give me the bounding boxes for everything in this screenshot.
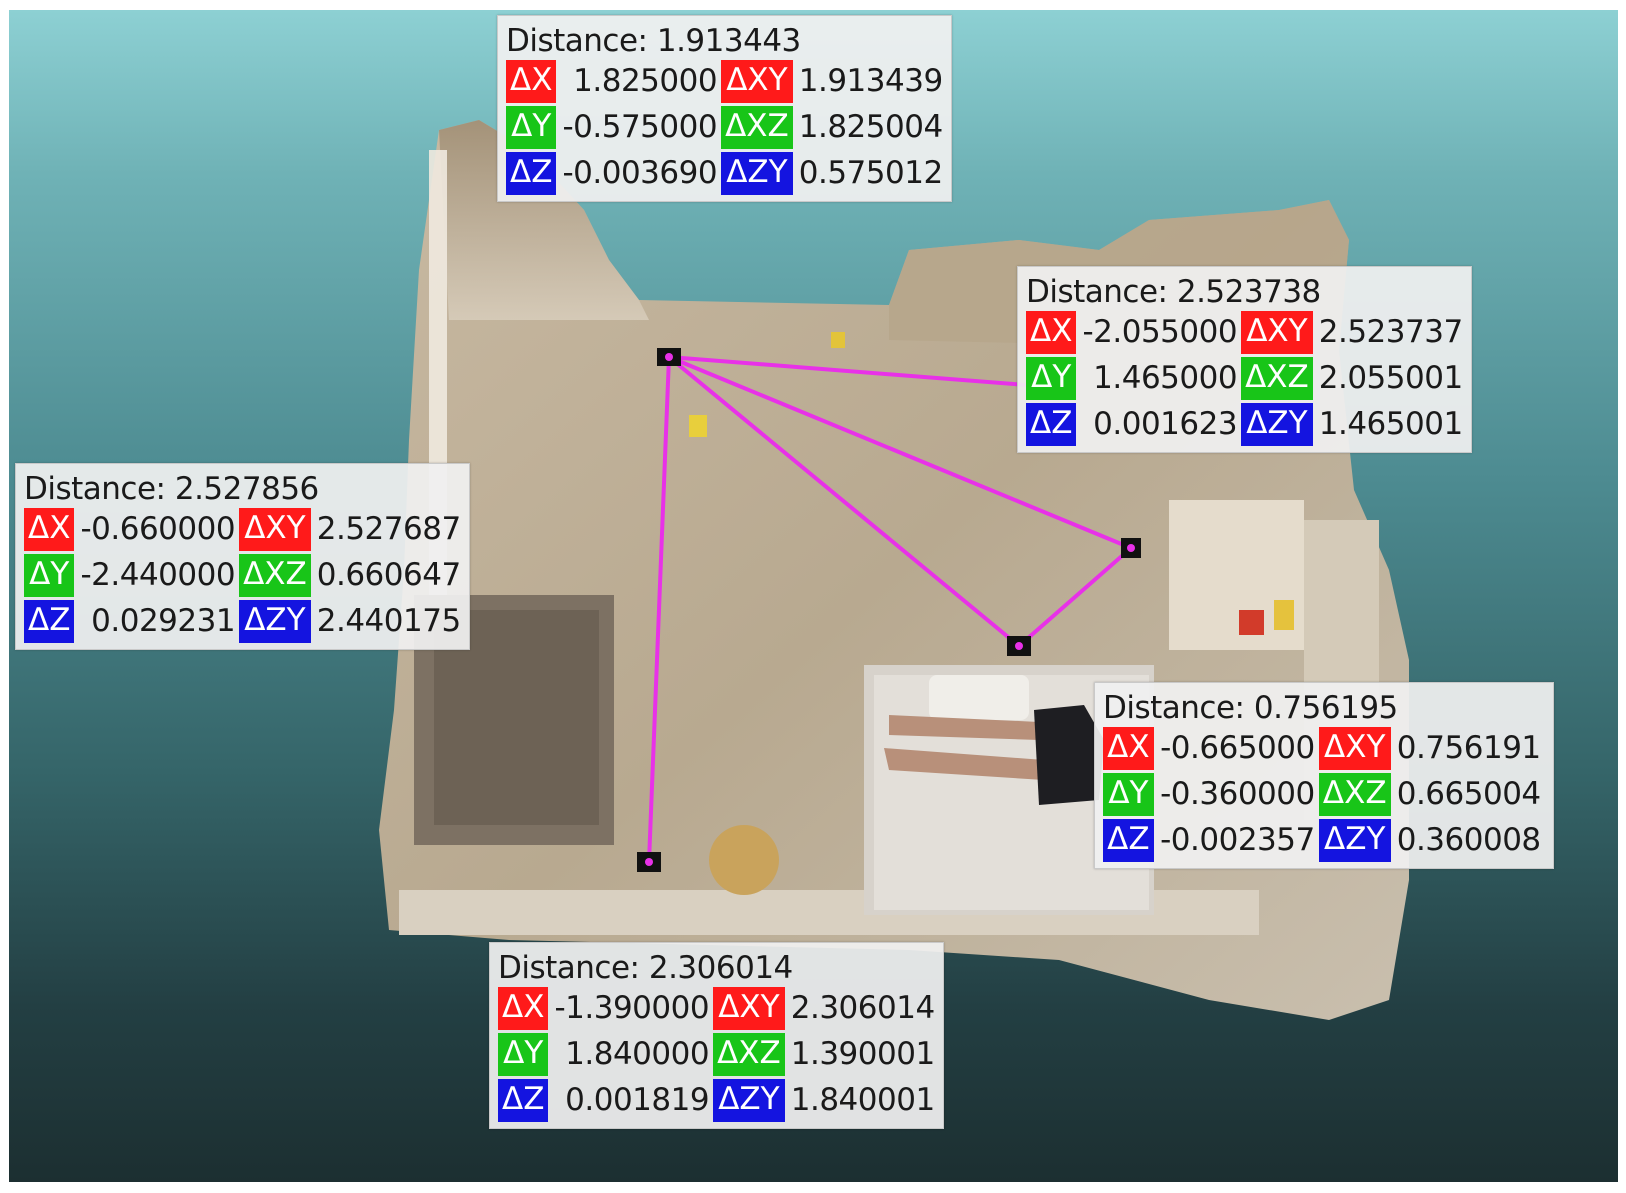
measurement-label-1[interactable]: Distance: 1.913443 ΔX 1.825000 ΔXY 1.913… xyxy=(497,15,952,202)
dx-value: -0.660000 xyxy=(80,511,236,547)
shelf-item xyxy=(1274,600,1294,630)
dzy-tag: ΔZY xyxy=(1318,819,1391,862)
measurement-label-3[interactable]: Distance: 2.527856 ΔX -0.660000 ΔXY 2.52… xyxy=(15,463,470,650)
distance-label: Distance: 1.913443 xyxy=(506,23,801,59)
floor-item xyxy=(689,415,707,437)
dxy-tag: ΔXY xyxy=(721,60,793,103)
dxy-value: 2.527687 xyxy=(316,511,461,547)
dx-tag: ΔX xyxy=(498,987,549,1030)
measure-line xyxy=(668,355,1040,388)
dy-value: 1.840000 xyxy=(565,1036,710,1072)
mannequin-torso xyxy=(1034,705,1104,805)
dx-value: -2.055000 xyxy=(1082,314,1238,350)
delta-grid: ΔX -2.055000 ΔXY 2.523737 ΔY 1.465000 ΔX… xyxy=(1026,311,1463,446)
measurement-point-highlights xyxy=(645,353,1135,866)
point-dot xyxy=(1127,544,1135,552)
distance-label: Distance: 2.527856 xyxy=(24,471,319,507)
dzy-tag: ΔZY xyxy=(239,600,311,643)
dz-tag: ΔZ xyxy=(498,1079,549,1122)
delta-grid: ΔX 1.825000 ΔXY 1.913439 ΔY -0.575000 ΔX… xyxy=(506,60,943,195)
dxz-tag: ΔXZ xyxy=(1241,357,1313,400)
point-dot xyxy=(665,353,673,361)
dy-tag: ΔY xyxy=(498,1033,549,1076)
dxz-value: 1.390001 xyxy=(790,1036,935,1072)
dxy-value: 2.523737 xyxy=(1318,314,1463,350)
dzy-tag: ΔZY xyxy=(713,1079,785,1122)
point-cloud-viewport[interactable]: Distance: 1.913443 ΔX 1.825000 ΔXY 1.913… xyxy=(9,10,1618,1182)
dy-value: -0.575000 xyxy=(562,109,718,145)
dzy-value: 1.465001 xyxy=(1318,406,1463,442)
dx-tag: ΔX xyxy=(1103,727,1154,770)
dz-value: 0.029231 xyxy=(91,603,236,639)
top-wall xyxy=(439,120,649,320)
pillow xyxy=(929,675,1029,720)
dy-tag: ΔY xyxy=(1026,357,1077,400)
shelf-item xyxy=(1239,610,1264,635)
point-dot xyxy=(645,858,653,866)
distance-label: Distance: 2.523738 xyxy=(1026,274,1321,310)
dz-value: 0.001623 xyxy=(1093,406,1238,442)
dxy-tag: ΔXY xyxy=(713,987,785,1030)
dxy-tag: ΔXY xyxy=(1241,311,1313,354)
dzy-tag: ΔZY xyxy=(721,152,793,195)
dxz-tag: ΔXZ xyxy=(239,554,311,597)
dz-tag: ΔZ xyxy=(24,600,75,643)
distance-label: Distance: 2.306014 xyxy=(498,950,793,986)
measurement-label-4[interactable]: Distance: 0.756195 ΔX -0.665000 ΔXY 0.75… xyxy=(1094,682,1554,869)
dxy-value: 1.913439 xyxy=(798,63,943,99)
dxz-value: 0.665004 xyxy=(1396,776,1541,812)
dxz-value: 2.055001 xyxy=(1318,360,1463,396)
delta-grid: ΔX -0.660000 ΔXY 2.527687 ΔY -2.440000 Δ… xyxy=(24,508,461,643)
dzy-value: 0.360008 xyxy=(1396,822,1541,858)
dx-value: -1.390000 xyxy=(554,990,710,1026)
measure-line xyxy=(647,356,671,863)
dxy-tag: ΔXY xyxy=(1318,727,1391,770)
dz-value: -0.002357 xyxy=(1160,822,1315,858)
dxz-value: 1.825004 xyxy=(798,109,943,145)
dz-value: -0.003690 xyxy=(562,155,718,191)
floor-item xyxy=(831,332,845,348)
delta-grid: ΔX -1.390000 ΔXY 2.306014 ΔY 1.840000 ΔX… xyxy=(498,987,935,1122)
dx-value: -0.665000 xyxy=(1160,730,1315,766)
dzy-value: 1.840001 xyxy=(790,1082,935,1118)
dy-tag: ΔY xyxy=(506,106,557,149)
measure-line xyxy=(668,355,1132,550)
dxy-value: 0.756191 xyxy=(1396,730,1541,766)
dy-tag: ΔY xyxy=(24,554,75,597)
measurement-label-2[interactable]: Distance: 2.523738 ΔX -2.055000 ΔXY 2.52… xyxy=(1017,266,1472,453)
dxz-tag: ΔXZ xyxy=(721,106,793,149)
dy-value: -2.440000 xyxy=(80,557,236,593)
measure-line xyxy=(667,355,1021,648)
dy-value: 1.465000 xyxy=(1093,360,1238,396)
dx-value: 1.825000 xyxy=(573,63,718,99)
dzy-value: 0.575012 xyxy=(798,155,943,191)
delta-grid: ΔX -0.665000 ΔXY 0.756191 ΔY -0.360000 Δ… xyxy=(1103,727,1545,862)
dxy-value: 2.306014 xyxy=(790,990,935,1026)
dx-tag: ΔX xyxy=(1026,311,1077,354)
dxz-tag: ΔXZ xyxy=(1318,773,1391,816)
dx-tag: ΔX xyxy=(506,60,557,103)
dz-tag: ΔZ xyxy=(1026,403,1077,446)
dzy-tag: ΔZY xyxy=(1241,403,1313,446)
dz-tag: ΔZ xyxy=(506,152,557,195)
measure-line xyxy=(1017,546,1133,648)
dxz-tag: ΔXZ xyxy=(713,1033,785,1076)
waste-bin xyxy=(709,825,779,895)
measurement-lines xyxy=(647,355,1133,863)
dz-tag: ΔZ xyxy=(1103,819,1154,862)
mannequin-legs xyxy=(884,715,1044,780)
point-dot xyxy=(1015,642,1023,650)
dx-tag: ΔX xyxy=(24,508,75,551)
dxz-value: 0.660647 xyxy=(316,557,461,593)
dxy-tag: ΔXY xyxy=(239,508,311,551)
measurement-label-5[interactable]: Distance: 2.306014 ΔX -1.390000 ΔXY 2.30… xyxy=(489,942,944,1129)
dzy-value: 2.440175 xyxy=(316,603,461,639)
dy-tag: ΔY xyxy=(1103,773,1154,816)
dy-value: -0.360000 xyxy=(1160,776,1315,812)
dz-value: 0.001819 xyxy=(565,1082,710,1118)
distance-label: Distance: 0.756195 xyxy=(1103,690,1398,726)
